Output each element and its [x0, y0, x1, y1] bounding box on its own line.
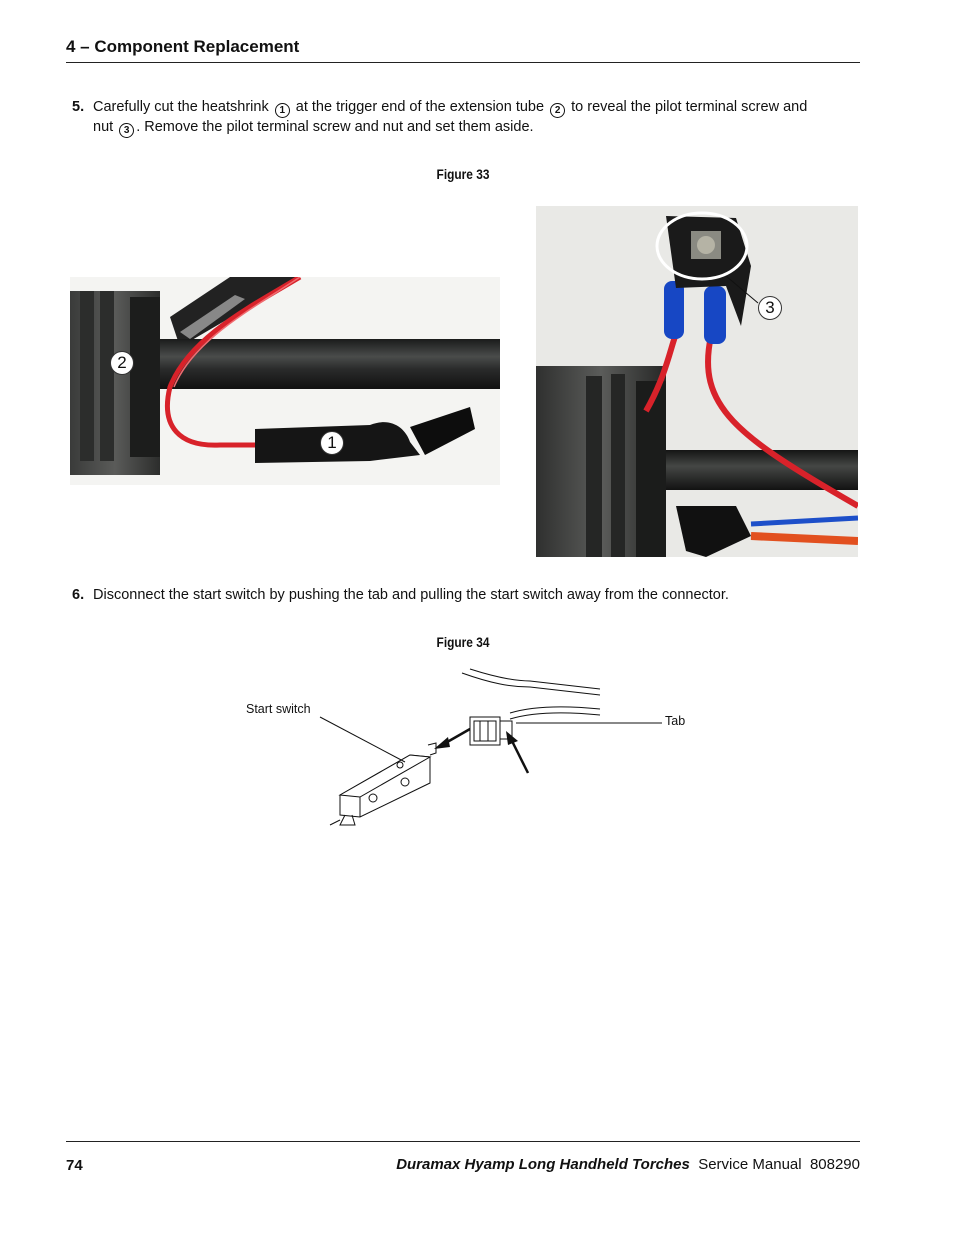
- callout-ref-1: 1: [274, 103, 290, 118]
- step-text-part: to reveal the pilot terminal screw and: [571, 99, 808, 115]
- callout-1: 1: [320, 431, 344, 455]
- page-number: 74: [66, 1157, 83, 1174]
- torch-heatshrink-illustration: [70, 277, 500, 485]
- tab-label: Tab: [665, 714, 686, 728]
- manual-type: Service Manual: [698, 1156, 802, 1173]
- figure-33-photo-left: 1 2: [70, 277, 500, 485]
- pilot-terminal-illustration: [536, 206, 858, 557]
- step-text-part: at the trigger end of the extension tube: [295, 99, 545, 115]
- step-text: Carefully cut the heatshrink 1 at the tr…: [93, 98, 853, 138]
- step-text-part: Carefully cut the heatshrink: [93, 99, 269, 115]
- figure-34-drawing: Start switch Tab: [230, 665, 700, 845]
- step-6: 6. Disconnect the start switch by pushin…: [66, 586, 856, 606]
- footer-document-info: Duramax Hyamp Long Handheld Torches Serv…: [396, 1156, 860, 1173]
- step-text: Disconnect the start switch by pushing t…: [93, 587, 729, 603]
- start-switch-label: Start switch: [246, 702, 311, 716]
- start-switch-connector-diagram: [319, 668, 662, 826]
- callout-ref-3: 3: [119, 123, 135, 138]
- figure-34-label: Figure 34: [436, 634, 490, 650]
- figure-33-photo-right: 3: [536, 206, 858, 557]
- step-5: 5. Carefully cut the heatshrink 1 at the…: [66, 98, 856, 138]
- callout-ref-2: 2: [550, 103, 566, 118]
- footer-divider: [66, 1141, 860, 1142]
- figure-33-label: Figure 33: [436, 166, 490, 182]
- step-text-part: . Remove the pilot terminal screw and nu…: [136, 119, 534, 135]
- section-title: 4 – Component Replacement: [66, 37, 300, 56]
- header-divider: [66, 62, 860, 63]
- document-number: 808290: [809, 1156, 860, 1173]
- callout-3: 3: [758, 296, 782, 320]
- step-number: 5.: [72, 99, 85, 115]
- step-text-part: nut: [93, 119, 114, 135]
- step-number: 6.: [72, 587, 85, 603]
- product-name: Duramax Hyamp Long Handheld Torches: [396, 1156, 690, 1173]
- callout-2: 2: [110, 351, 134, 375]
